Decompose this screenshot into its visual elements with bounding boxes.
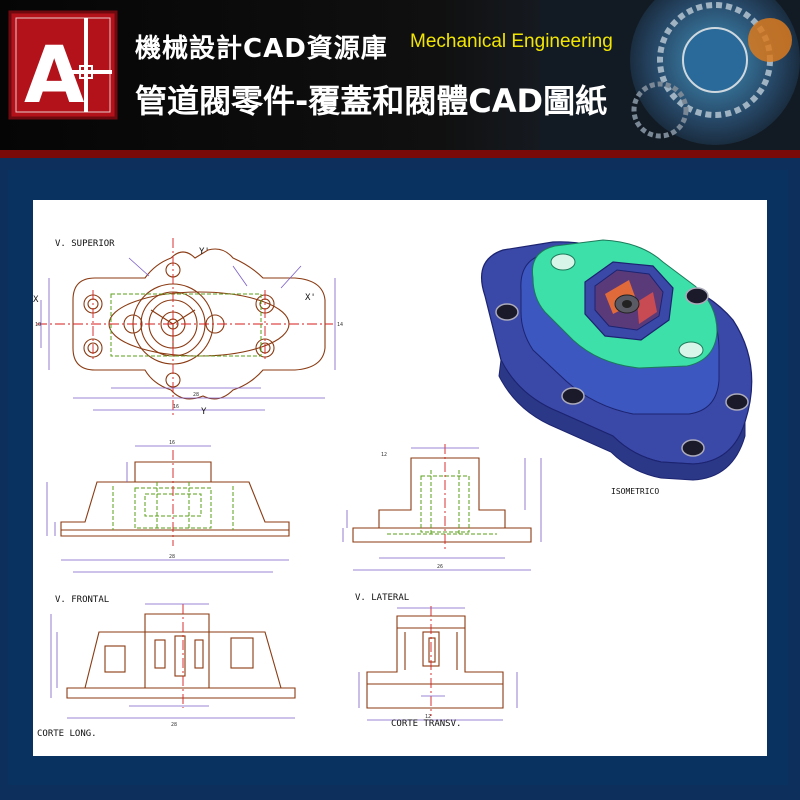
- top-view: V. SUPERIOR: [33, 238, 343, 418]
- isometric-view-label: ISOMETRICO: [611, 487, 659, 496]
- axis-x-prime-label: X': [305, 293, 316, 303]
- isometric-view: ISOMETRICO: [481, 239, 753, 496]
- svg-text:28: 28: [171, 722, 177, 728]
- page-title: 管道閥零件-覆蓋和閥體CAD圖紙: [135, 82, 608, 120]
- svg-text:16: 16: [169, 440, 175, 446]
- top-view-label: V. SUPERIOR: [55, 239, 115, 249]
- side-view-label: V. LATERAL: [355, 593, 409, 603]
- front-view: 16 28 V. FRONTAL: [46, 440, 290, 605]
- svg-text:12: 12: [425, 714, 431, 720]
- longitudinal-section-label: CORTE LONG.: [37, 729, 97, 739]
- site-title: 機械設計CAD資源庫: [135, 34, 388, 64]
- axis-y-label: Y: [201, 407, 207, 417]
- banner-divider: [0, 150, 800, 158]
- svg-text:26: 26: [437, 564, 443, 570]
- svg-text:12: 12: [381, 452, 387, 458]
- logo-letter: A: [24, 31, 84, 120]
- svg-text:16: 16: [173, 404, 179, 410]
- cad-drawing: V. SUPERIOR: [33, 238, 753, 739]
- longitudinal-section: 28 CORTE LONG.: [37, 603, 296, 739]
- gear-machinery-image: [540, 0, 800, 150]
- transverse-section: 12 CORTE TRANSV.: [358, 606, 518, 729]
- svg-text:28: 28: [169, 554, 175, 560]
- header-banner: A 機械設計CAD資源庫 Mechanical Engineering 管道閥零…: [0, 0, 800, 150]
- svg-text:14: 14: [337, 322, 343, 328]
- cad-drawing-sheet: V. SUPERIOR: [33, 200, 767, 756]
- site-title-english: Mechanical Engineering: [410, 31, 613, 52]
- axis-y-prime-label: Y': [199, 247, 210, 257]
- svg-text:28: 28: [193, 392, 199, 398]
- axis-x-label: X: [33, 295, 39, 305]
- side-view: 12 26 V. LATERAL: [342, 444, 542, 603]
- cad-logo: A: [8, 10, 118, 120]
- svg-text:10: 10: [35, 322, 41, 328]
- transverse-section-label: CORTE TRANSV.: [391, 719, 461, 729]
- front-view-label: V. FRONTAL: [55, 595, 109, 605]
